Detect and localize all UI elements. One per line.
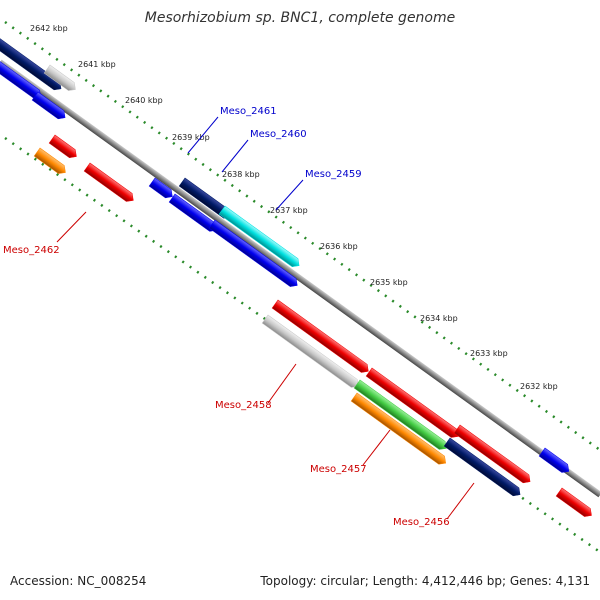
genome-summary-text: Topology: circular; Length: 4,412,446 bp… <box>260 574 590 588</box>
gene-feature[interactable] <box>31 91 68 122</box>
gene-feature[interactable] <box>208 219 300 290</box>
features-layer <box>0 34 594 520</box>
gene-leader-line <box>362 429 391 466</box>
tick-label: 2636 kbp <box>320 242 358 251</box>
gene-leader-line <box>275 179 304 211</box>
tick-label: 2633 kbp <box>470 349 508 358</box>
tick-label: 2634 kbp <box>420 314 458 323</box>
gene-label[interactable]: Meso_2461 <box>220 106 277 117</box>
tick-label: 2637 kbp <box>270 206 308 215</box>
gene-leader-line <box>446 482 475 520</box>
gene-label[interactable]: Meso_2456 <box>393 517 450 528</box>
gene-leader-line <box>221 139 249 173</box>
gene-leader-line <box>187 116 219 154</box>
gene-feature[interactable] <box>83 162 136 204</box>
gene-feature[interactable] <box>353 379 449 452</box>
tick-label: 2632 kbp <box>520 382 558 391</box>
gene-leader-line <box>56 211 87 243</box>
gene-feature[interactable] <box>453 424 533 486</box>
genome-backbone <box>0 59 600 498</box>
gene-label[interactable]: Meso_2458 <box>215 400 272 411</box>
gene-feature[interactable] <box>148 177 175 201</box>
gene-feature[interactable] <box>48 134 79 161</box>
gene-leader-line <box>267 363 297 404</box>
gene-feature[interactable] <box>218 205 302 270</box>
map-title: Mesorhizobium sp. BNC1, complete genome <box>144 10 456 26</box>
leader-lines <box>56 116 475 520</box>
gene-feature[interactable] <box>271 299 371 375</box>
gene-feature[interactable] <box>538 447 572 475</box>
gene-feature[interactable] <box>43 64 78 94</box>
gene-feature[interactable] <box>33 147 68 177</box>
gene-feature[interactable] <box>350 392 448 467</box>
gene-feature[interactable] <box>365 367 461 440</box>
gene-label[interactable]: Meso_2459 <box>305 169 362 180</box>
accession-text: Accession: NC_008254 <box>10 574 147 588</box>
gene-feature[interactable] <box>555 487 594 520</box>
tick-label: 2639 kbp <box>172 133 210 142</box>
gene-label[interactable]: Meso_2462 <box>3 245 60 256</box>
tick-layer: 2642 kbp 2641 kbp 2640 kbp 2639 kbp 2638 kbp… <box>30 24 558 391</box>
tick-track-outer <box>4 20 600 452</box>
tick-label: 2642 kbp <box>30 24 68 33</box>
gene-label[interactable]: Meso_2457 <box>310 464 367 475</box>
tick-label: 2638 kbp <box>222 170 260 179</box>
tick-label: 2635 kbp <box>370 278 408 287</box>
gene-label[interactable]: Meso_2460 <box>250 129 307 140</box>
gene-label-layer: Meso_2461Meso_2460Meso_2459Meso_2462Meso… <box>3 106 450 528</box>
gene-feature[interactable] <box>443 437 523 499</box>
tick-label: 2641 kbp <box>78 60 116 69</box>
tick-label: 2640 kbp <box>125 96 163 105</box>
